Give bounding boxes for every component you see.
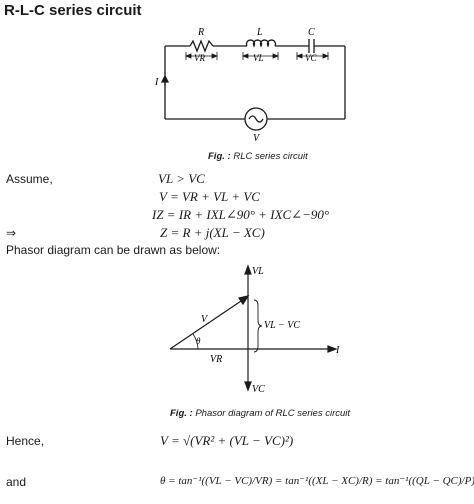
capacitor-label: C [308,27,315,38]
ac-source-symbol [244,107,268,131]
resistor-symbol [189,39,214,53]
and-label: and [6,475,27,489]
phasor-vc-label: VC [252,384,265,395]
phasor-difference-label: VL − VC [264,320,300,331]
assume-label: Assume, [6,172,53,186]
circuit-diagram: R L C VR VL VC I V [154,27,346,144]
figure-caption-phasor: Fig. : Phasor diagram of RLC series circ… [170,408,351,419]
resistor-label: R [197,27,204,38]
phasor-intro-text: Phasor diagram can be drawn as below: [6,243,221,257]
hence-label: Hence, [6,434,45,448]
phase-angle-formula: θ = tan⁻¹((VL − VC)/VR) = tan⁻¹((XL − XC… [160,475,474,487]
figure-caption-circuit: Fig. : RLC series circuit [208,151,308,162]
phasor-diagram: VL VC V VR θ I VL − VC [169,264,340,395]
current-label: I [154,77,159,88]
voltage-magnitude-formula: V = √(VR² + (VL − VC)²) [160,433,294,448]
source-voltage-label: V [253,133,261,144]
equation-2: V = VR + VL + VC [159,189,260,204]
equation-1: VL > VC [158,171,205,186]
vc-label: VC [305,53,317,63]
phasor-vr-label: VR [210,354,222,365]
inductor-label: L [256,27,263,38]
phasor-vl-label: VL [252,266,264,277]
inductor-symbol [245,39,277,48]
phasor-v-label: V [201,314,209,325]
phasor-current-label: I [335,345,340,356]
phasor-theta-label: θ [196,336,201,346]
vl-label: VL [253,53,264,63]
equation-3: IZ = IR + IXL∠90° + IXC∠−90° [152,207,330,222]
implies-symbol: ⇒ [6,226,17,240]
vr-label: VR [194,53,205,63]
equation-4: Z = R + j(XL − XC) [160,225,265,240]
page-title: R-L-C series circuit [4,2,142,19]
